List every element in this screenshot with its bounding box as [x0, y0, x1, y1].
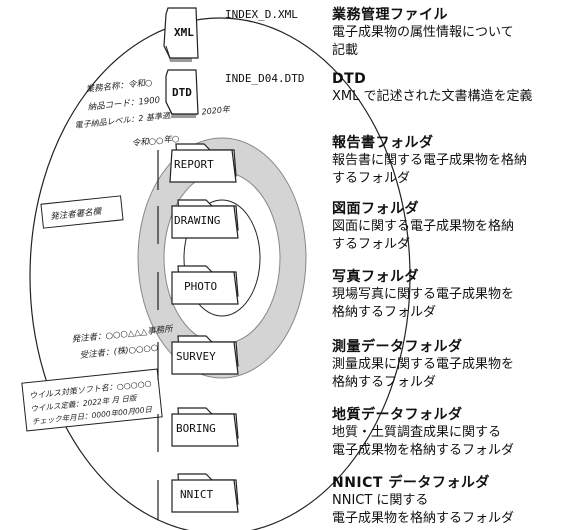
folder-label-survey: SURVEY	[176, 350, 216, 363]
dtd-file-icon	[165, 69, 199, 118]
folder-icon-drawing	[157, 199, 239, 244]
folder-label-photo: PHOTO	[184, 280, 218, 293]
report-description: 報告書フォルダ 報告書に関する電子成果物を格納 するフォルダ	[332, 134, 527, 188]
folder-icon-boring	[157, 407, 239, 452]
xml-icon-label: XML	[174, 26, 194, 39]
xml-filename: INDEX_D.XML	[225, 8, 298, 21]
photo-description: 写真フォルダ 現場写真に関する電子成果物を 格納するフォルダ	[332, 268, 514, 322]
report-description-title: 報告書フォルダ	[332, 135, 434, 151]
boring-description-line: 地質・土質調査成果に関する	[332, 425, 502, 440]
xml-file-icon	[163, 7, 199, 62]
boring-description-title: 地質データフォルダ	[332, 407, 463, 423]
folder-label-report: REPORT	[174, 158, 214, 171]
report-description-line: するフォルダ	[332, 171, 411, 186]
folder-label-boring: BORING	[176, 422, 216, 435]
photo-description-title: 写真フォルダ	[332, 269, 419, 285]
dtd-description: DTD XML で記述された文書構造を定義	[332, 70, 533, 106]
disc-virus-box	[21, 368, 163, 432]
drawing-description-title: 図面フォルダ	[332, 201, 419, 217]
disc-orderer-box-label: 発注者署名欄	[50, 206, 103, 222]
folder-icon-photo	[157, 265, 239, 310]
disc-fiscal-year: 令和○○年○	[131, 133, 180, 149]
boring-description-line: 電子成果物を格納するフォルダ	[332, 443, 515, 458]
survey-description-line: 測量成果に関する電子成果物を	[332, 357, 515, 372]
dtd-icon-label: DTD	[172, 86, 192, 99]
folder-icon-report	[157, 143, 237, 190]
nnict-description-title: NNICT データフォルダ	[332, 475, 490, 491]
folder-icon-nnict	[157, 473, 239, 520]
folder-label-drawing: DRAWING	[174, 214, 221, 227]
drawing-description-line: するフォルダ	[332, 237, 411, 252]
folder-icon-survey	[157, 335, 239, 380]
folder-label-nnict: NNICT	[180, 488, 214, 501]
nnict-description: NNICT データフォルダ NNICT に関する 電子成果物を格納するフォルダ	[332, 474, 514, 528]
disc-orderer-box	[40, 195, 124, 229]
xml-description-title: 業務管理ファイル	[332, 7, 448, 23]
xml-description-line: 電子成果物の属性情報について	[332, 25, 514, 40]
dtd-description-line: XML で記述された文書構造を定義	[332, 89, 533, 104]
dtd-filename: INDE_D04.DTD	[225, 72, 305, 85]
drawing-description-line: 図面に関する電子成果物を格納	[332, 219, 515, 234]
nnict-description-line: 電子成果物を格納するフォルダ	[332, 511, 515, 526]
xml-description-line: 記載	[332, 43, 359, 58]
report-description-line: 報告書に関する電子成果物を格納	[332, 153, 528, 168]
dtd-description-title: DTD	[332, 71, 367, 87]
survey-description-line: 格納するフォルダ	[332, 375, 437, 390]
survey-description: 測量データフォルダ 測量成果に関する電子成果物を 格納するフォルダ	[332, 338, 514, 392]
photo-description-line: 格納するフォルダ	[332, 305, 437, 320]
boring-description: 地質データフォルダ 地質・土質調査成果に関する 電子成果物を格納するフォルダ	[332, 406, 514, 460]
xml-description: 業務管理ファイル 電子成果物の属性情報について 記載	[332, 6, 514, 60]
nnict-description-line: NNICT に関する	[332, 493, 429, 508]
survey-description-title: 測量データフォルダ	[332, 339, 463, 355]
photo-description-line: 現場写真に関する電子成果物を	[332, 287, 515, 302]
drawing-description: 図面フォルダ 図面に関する電子成果物を格納 するフォルダ	[332, 200, 514, 254]
